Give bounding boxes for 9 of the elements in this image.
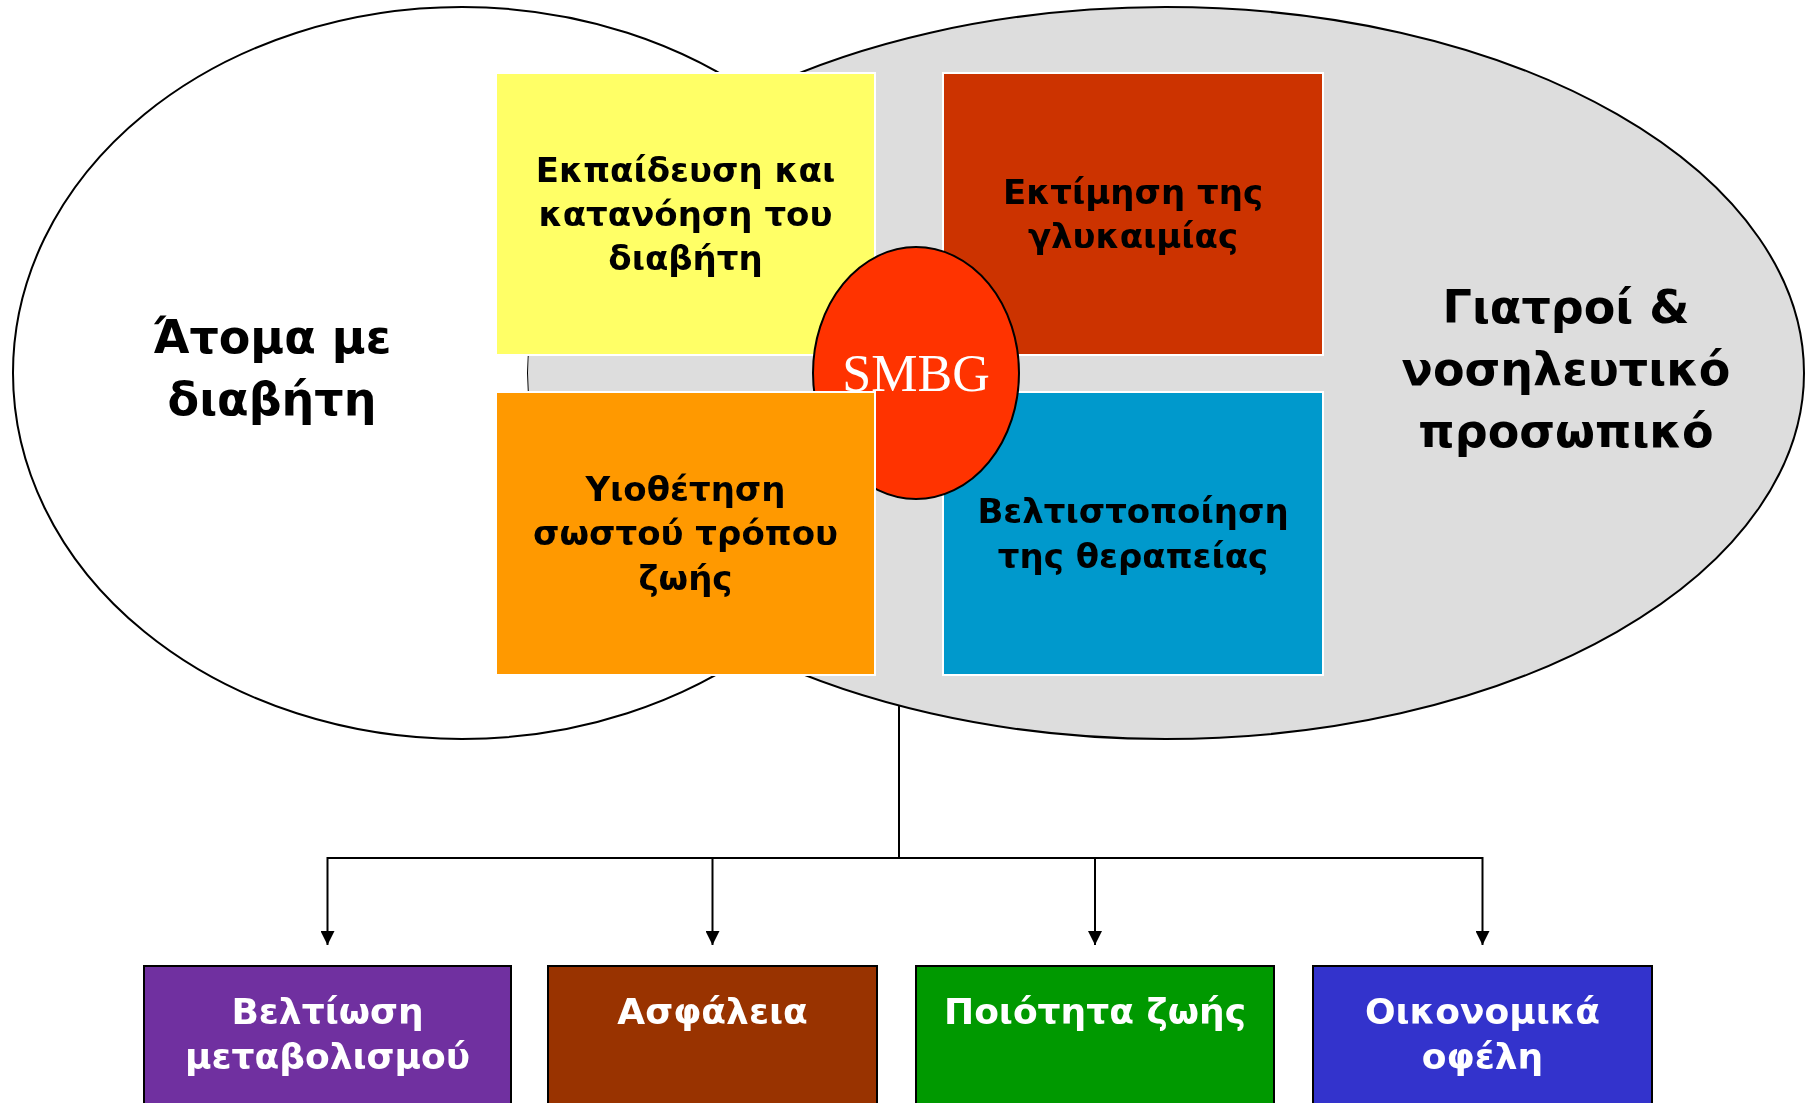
outcome-box: Ποιότητα ζωής <box>915 965 1275 1103</box>
arrow <box>898 705 1490 946</box>
topic-box: Βελτιστοποίηση της θεραπείας <box>942 391 1324 676</box>
group-label: Άτομα με διαβήτη <box>151 309 393 429</box>
outcome-box: Οικονομικά οφέλη <box>1312 965 1653 1103</box>
outcome-box: Βελτίωση μεταβολισμού <box>143 965 512 1103</box>
topic-box: Εκτίμηση της γλυκαιμίας <box>942 72 1324 356</box>
group-label: Γιατροί & νοσηλευτικό προσωπικό <box>1400 279 1732 461</box>
outcome-box: Ασφάλεια <box>547 965 878 1103</box>
